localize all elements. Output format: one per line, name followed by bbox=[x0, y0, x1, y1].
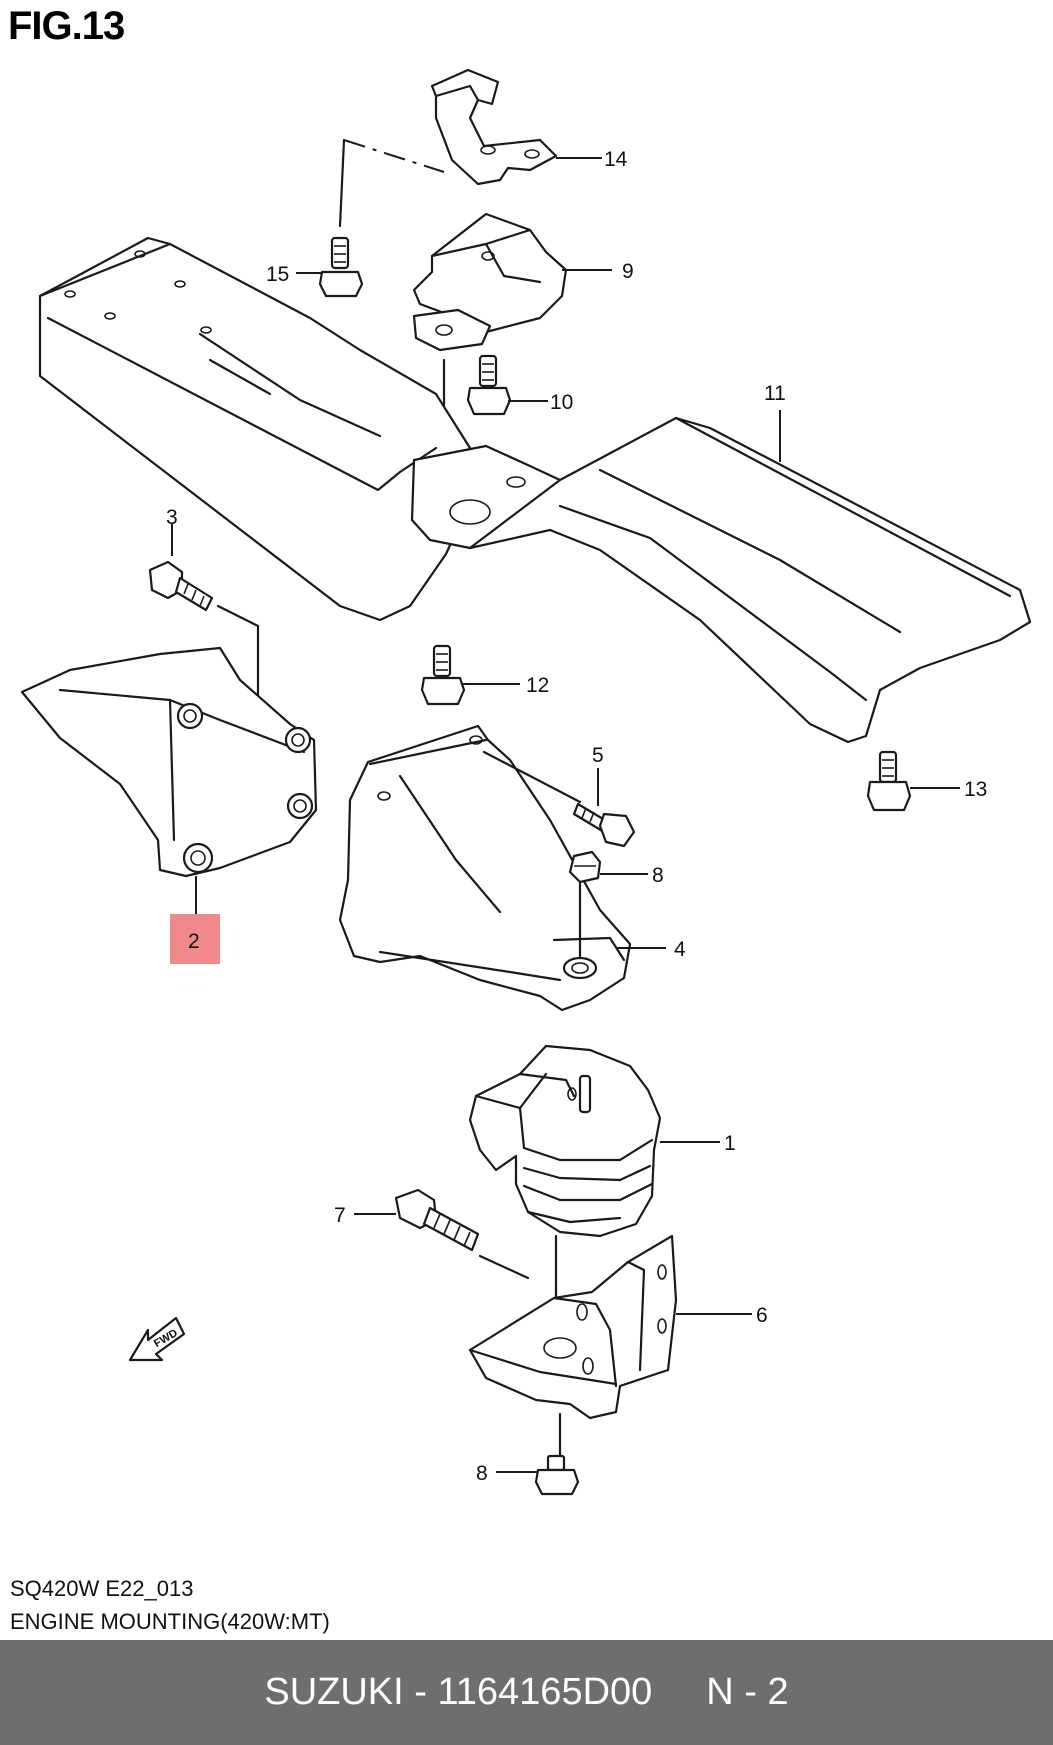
part-11-crossmember bbox=[38, 236, 1032, 744]
part-2-bracket bbox=[20, 646, 318, 878]
callout-15: 15 bbox=[266, 263, 289, 286]
part-7-bolt bbox=[394, 1188, 480, 1252]
callout-6: 6 bbox=[756, 1304, 768, 1327]
part-12-bolt bbox=[420, 644, 466, 706]
part-4-bracket bbox=[338, 724, 632, 1012]
callout-8-lower: 8 bbox=[476, 1462, 488, 1485]
part-3-bolt bbox=[148, 560, 214, 612]
page-reference: N - 2 bbox=[706, 1671, 789, 1713]
part-5-bolt bbox=[572, 802, 636, 848]
callout-11: 11 bbox=[764, 382, 786, 405]
callout-9: 9 bbox=[622, 260, 634, 283]
part-13-bolt bbox=[866, 750, 912, 812]
part-8-bolt-lower bbox=[534, 1454, 580, 1496]
part-1-engine-mount bbox=[468, 1044, 662, 1238]
part-number: SUZUKI - 1164165D00 bbox=[264, 1671, 653, 1713]
guide-line-14 bbox=[343, 139, 445, 173]
part-2-highlight bbox=[170, 914, 220, 964]
part-9-mount bbox=[412, 212, 568, 352]
callout-3: 3 bbox=[166, 506, 178, 529]
callout-7: 7 bbox=[334, 1204, 346, 1227]
diagram-code: SQ420W E22_013 bbox=[10, 1576, 194, 1601]
callout-5: 5 bbox=[592, 744, 604, 767]
callout-2: 2 bbox=[188, 930, 200, 953]
figure-title: FIG.13 bbox=[8, 4, 125, 48]
callout-8-upper: 8 bbox=[652, 864, 664, 887]
fwd-arrow-icon: FWD bbox=[128, 1316, 186, 1362]
callout-13: 13 bbox=[964, 778, 987, 801]
part-10-bolt bbox=[466, 354, 512, 416]
engine-mounting-diagram: FWD 14 15 9 10 11 3 12 5 13 8 4 2 1 7 6 … bbox=[20, 68, 1032, 1496]
callout-1: 1 bbox=[724, 1132, 736, 1155]
part-8-nut-upper bbox=[568, 850, 602, 884]
callout-14: 14 bbox=[604, 148, 628, 171]
part-15-bolt bbox=[318, 236, 364, 298]
part-number-bar: SUZUKI - 1164165D00 N - 2 bbox=[0, 1640, 1053, 1745]
callout-10: 10 bbox=[550, 391, 573, 414]
callout-4: 4 bbox=[674, 938, 686, 961]
callout-12: 12 bbox=[526, 674, 549, 697]
diagram-description: ENGINE MOUNTING(420W:MT) bbox=[10, 1609, 330, 1634]
part-6-bracket bbox=[468, 1234, 678, 1420]
part-14-bracket bbox=[430, 68, 558, 186]
